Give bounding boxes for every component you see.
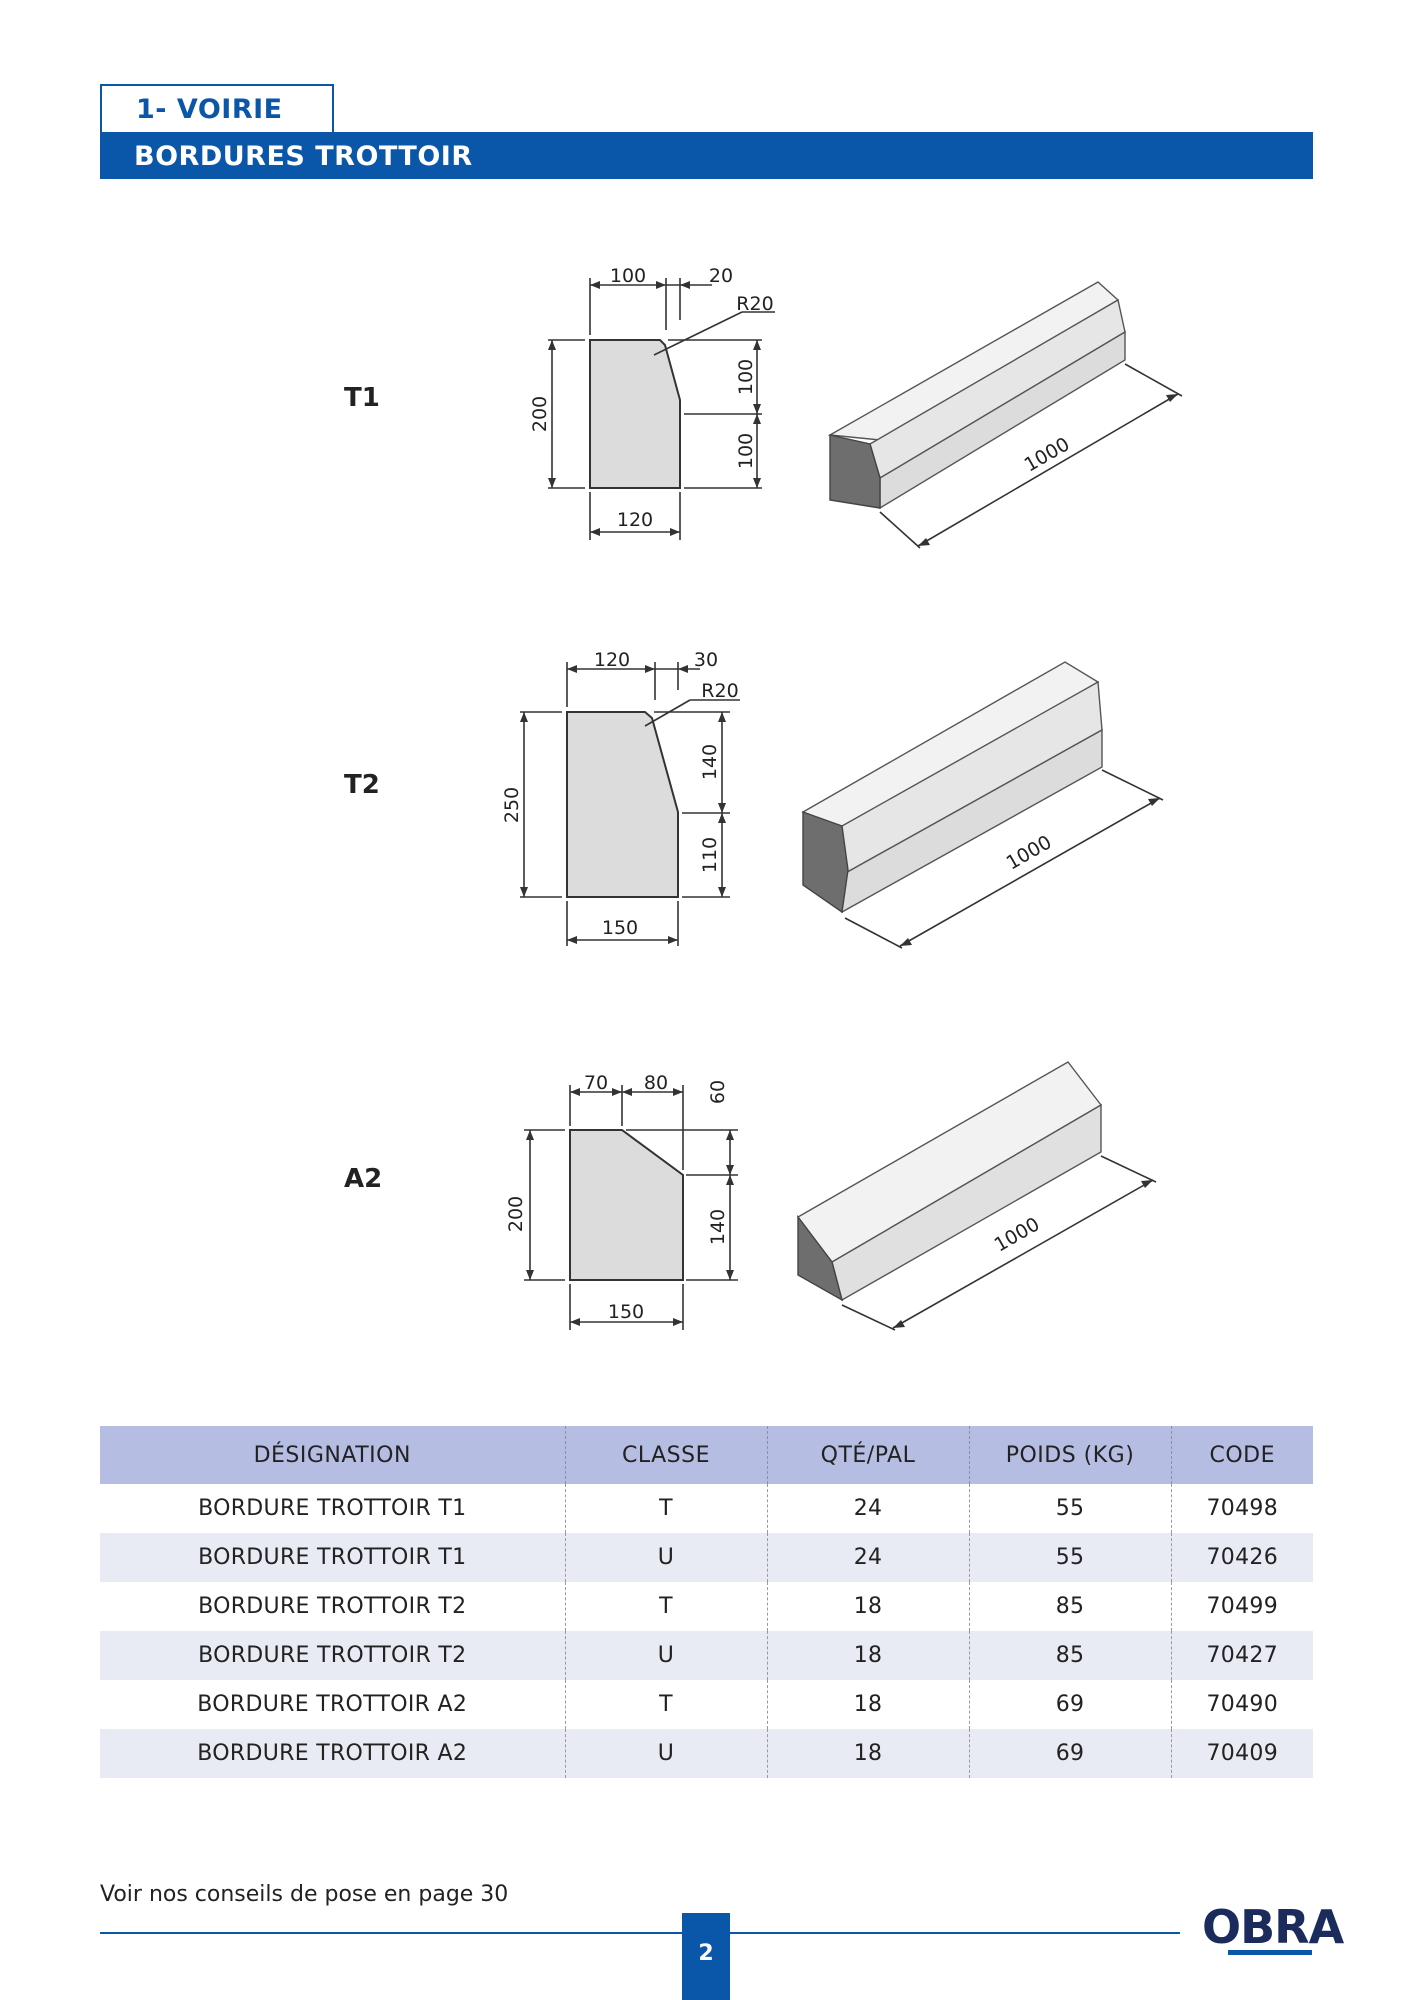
table-row: BORDURE TROTTOIR T1 T 24 55 70498 <box>100 1484 1313 1533</box>
col-header-poids: POIDS (KG) <box>969 1426 1172 1484</box>
cell-classe: U <box>565 1533 768 1582</box>
a2-dim-top-right: 80 <box>644 1072 668 1094</box>
t2-dim-height: 250 <box>501 787 523 823</box>
cell-designation: BORDURE TROTTOIR A2 <box>100 1729 566 1778</box>
cell-poids: 85 <box>969 1631 1172 1680</box>
t1-dim-radius: R20 <box>736 293 773 315</box>
cell-qte-pal: 18 <box>767 1631 970 1680</box>
page-number-box: 2 <box>682 1913 730 2000</box>
t2-dim-lower: 110 <box>699 837 721 873</box>
footer-note: Voir nos conseils de pose en page 30 <box>100 1882 509 1907</box>
t2-dim-radius: R20 <box>701 680 738 702</box>
section-title-bar: BORDURES TROTTOIR <box>100 132 1313 179</box>
cell-designation: BORDURE TROTTOIR T2 <box>100 1582 566 1631</box>
t2-dim-top: 120 <box>594 649 630 671</box>
cell-code: 70426 <box>1171 1533 1313 1582</box>
t2-dim-upper: 140 <box>699 744 721 780</box>
table-row: BORDURE TROTTOIR T2 U 18 85 70427 <box>100 1631 1313 1680</box>
section-tab: 1- VOIRIE <box>100 84 334 132</box>
t1-dim-height: 200 <box>529 396 551 432</box>
section-label: 1- VOIRIE <box>136 94 283 125</box>
cell-qte-pal: 18 <box>767 1729 970 1778</box>
cell-code: 70498 <box>1171 1484 1313 1533</box>
cell-code: 70490 <box>1171 1680 1313 1729</box>
cell-designation: BORDURE TROTTOIR T2 <box>100 1631 566 1680</box>
cell-qte-pal: 24 <box>767 1484 970 1533</box>
t1-dim-lower: 100 <box>735 433 757 469</box>
model-label-t2: T2 <box>344 770 380 800</box>
cell-poids: 55 <box>969 1484 1172 1533</box>
cell-classe: T <box>565 1582 768 1631</box>
table-header-row: DÉSIGNATION CLASSE QTÉ/PAL POIDS (KG) CO… <box>100 1426 1313 1484</box>
t1-dim-chamfer: 20 <box>709 265 733 287</box>
spec-table: DÉSIGNATION CLASSE QTÉ/PAL POIDS (KG) CO… <box>100 1426 1313 1778</box>
cell-classe: T <box>565 1484 768 1533</box>
a2-dim-lower: 140 <box>707 1209 729 1245</box>
col-header-qte-pal: QTÉ/PAL <box>767 1426 970 1484</box>
footer-divider <box>100 1932 1180 1934</box>
cell-qte-pal: 18 <box>767 1680 970 1729</box>
cell-classe: T <box>565 1680 768 1729</box>
page-title: BORDURES TROTTOIR <box>134 141 473 172</box>
brand-logo: OBRA <box>1202 1900 1344 1954</box>
col-header-code: CODE <box>1171 1426 1313 1484</box>
t2-dim-chamfer: 30 <box>694 649 718 671</box>
cell-poids: 69 <box>969 1680 1172 1729</box>
t1-dim-base: 120 <box>617 509 653 531</box>
model-label-t1: T1 <box>344 383 380 413</box>
table-row: BORDURE TROTTOIR T2 T 18 85 70499 <box>100 1582 1313 1631</box>
cell-poids: 55 <box>969 1533 1172 1582</box>
table-row: BORDURE TROTTOIR A2 U 18 69 70409 <box>100 1729 1313 1778</box>
cell-code: 70427 <box>1171 1631 1313 1680</box>
a2-dim-chamfer-height: 60 <box>707 1080 729 1104</box>
brand-logo-underline <box>1228 1950 1312 1955</box>
t1-dim-top: 100 <box>610 265 646 287</box>
cell-code: 70499 <box>1171 1582 1313 1631</box>
col-header-designation: DÉSIGNATION <box>100 1426 566 1484</box>
cell-poids: 85 <box>969 1582 1172 1631</box>
cell-code: 70409 <box>1171 1729 1313 1778</box>
a2-dim-top-left: 70 <box>584 1072 608 1094</box>
model-label-a2: A2 <box>344 1164 383 1194</box>
cell-classe: U <box>565 1631 768 1680</box>
a2-dim-base: 150 <box>608 1301 644 1323</box>
a2-dim-height: 200 <box>505 1196 527 1232</box>
t2-dim-base: 150 <box>602 917 638 939</box>
a2-dim-length: 1000 <box>991 1213 1044 1256</box>
page-number: 2 <box>698 1941 714 1966</box>
cell-designation: BORDURE TROTTOIR T1 <box>100 1484 566 1533</box>
table-row: BORDURE TROTTOIR T1 U 24 55 70426 <box>100 1533 1313 1582</box>
table-row: BORDURE TROTTOIR A2 T 18 69 70490 <box>100 1680 1313 1729</box>
cell-designation: BORDURE TROTTOIR T1 <box>100 1533 566 1582</box>
cell-classe: U <box>565 1729 768 1778</box>
t1-dim-upper: 100 <box>735 359 757 395</box>
cell-poids: 69 <box>969 1729 1172 1778</box>
cell-designation: BORDURE TROTTOIR A2 <box>100 1680 566 1729</box>
cell-qte-pal: 18 <box>767 1582 970 1631</box>
cell-qte-pal: 24 <box>767 1533 970 1582</box>
col-header-classe: CLASSE <box>565 1426 768 1484</box>
